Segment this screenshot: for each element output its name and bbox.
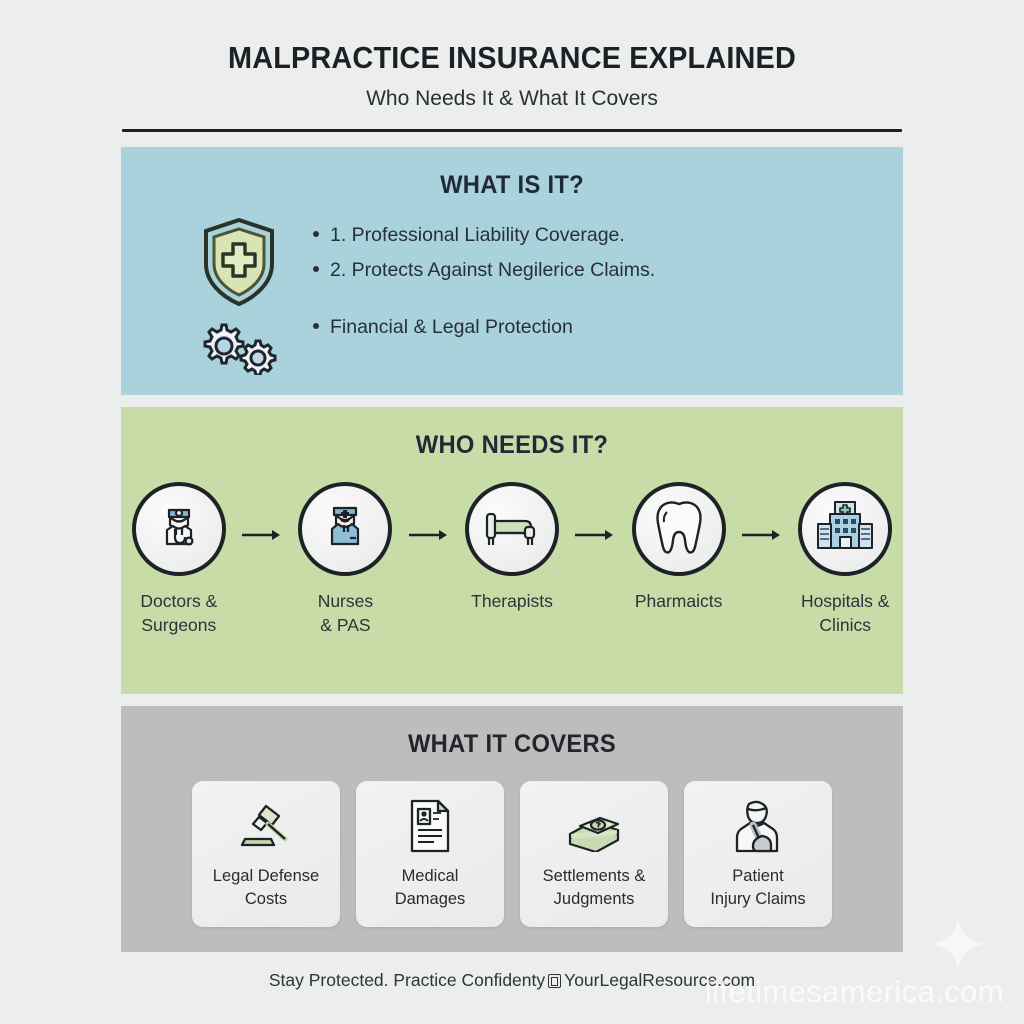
who-label: Doctors & Surgeons xyxy=(140,591,218,635)
bullet-text: 2. Protects Against Negilerice Claims. xyxy=(330,258,656,281)
cover-card-label: Settlements & Judgments xyxy=(542,867,646,908)
bullet-item: 1. Professional Liability Coverage. xyxy=(313,224,655,246)
cover-card-settlements[interactable]: Settlements & Judgments xyxy=(520,781,668,927)
who-label: Nurses & PAS xyxy=(317,591,374,635)
cover-card-legal-defense[interactable]: Legal Defense Costs xyxy=(192,781,340,927)
page-subtitle: Who Needs It & What It Covers xyxy=(366,87,658,110)
footer-website[interactable]: YourLegalResource.com xyxy=(564,970,756,990)
gavel-icon xyxy=(235,799,297,853)
who-item-nurses: Nurses & PAS xyxy=(288,482,404,637)
sparkle-icon xyxy=(930,916,986,972)
arrow-right-icon xyxy=(736,482,787,542)
who-label: Hospitals & Clinics xyxy=(800,591,890,635)
arrow-right-icon xyxy=(403,482,454,542)
who-item-therapists: Therapists xyxy=(454,482,570,614)
bullet-dot-icon xyxy=(313,265,319,272)
section-heading-what-is-it: WHAT IS IT? xyxy=(440,171,584,199)
what-is-it-body: 1. Professional Liability Coverage. 2. P… xyxy=(121,200,903,380)
cover-card-medical-damages[interactable]: Medical Damages xyxy=(356,781,504,927)
arrow-right-icon xyxy=(237,482,288,542)
header-divider xyxy=(122,129,902,132)
bullet-dot-icon xyxy=(313,323,319,329)
who-circle xyxy=(131,482,226,576)
section-what-it-covers: WHAT IT COVERS Legal Defen xyxy=(121,706,903,952)
garbled-box-glyph-icon xyxy=(548,974,562,988)
hospital-building-icon xyxy=(814,498,876,561)
page-title: MALPRACTICE INSURANCE EXPLAINED xyxy=(228,40,796,75)
who-circle xyxy=(298,482,393,576)
section-who-needs-it: WHO NEEDS IT? xyxy=(121,407,903,694)
who-label: Therapists xyxy=(471,591,553,611)
hospital-bed-icon xyxy=(481,501,543,558)
nurse-icon xyxy=(314,496,376,563)
gears-icon xyxy=(196,317,282,380)
tooth-icon xyxy=(652,497,706,562)
section-heading-who-needs-it: WHO NEEDS IT? xyxy=(415,431,609,459)
bullet-text: 1. Professional Liability Coverage. xyxy=(330,224,625,246)
injured-person-icon xyxy=(732,799,784,853)
document-person-icon xyxy=(406,799,454,853)
bullet-item: 2. Protects Against Negilerice Claims. xyxy=(313,258,656,281)
who-circle xyxy=(631,482,726,576)
cover-card-label: Medical Damages xyxy=(394,867,466,908)
shield-cross-icon xyxy=(200,216,278,313)
footer: Stay Protected. Practice Confidenty YourL… xyxy=(0,970,1024,991)
cover-card-label: Legal Defense Costs xyxy=(212,867,320,908)
doctor-icon xyxy=(148,496,210,563)
who-circle xyxy=(465,482,559,576)
covers-card-row: Legal Defense Costs xyxy=(121,759,903,927)
arrow-right-icon xyxy=(570,482,621,542)
what-is-it-icon-column xyxy=(179,216,299,380)
bullet-dot-icon xyxy=(313,231,319,237)
who-circle xyxy=(798,482,893,576)
cover-card-label: Patient Injury Claims xyxy=(710,867,806,908)
bullet-text: Financial & Legal Protection xyxy=(330,316,573,338)
footer-tagline: Stay Protected. Practice Confidenty xyxy=(268,970,546,990)
who-item-pharmacists: Pharmaicts xyxy=(621,482,737,614)
who-item-hospitals: Hospitals & Clinics xyxy=(787,482,903,637)
money-stack-icon xyxy=(562,799,626,853)
cover-card-patient-injury[interactable]: Patient Injury Claims xyxy=(684,781,832,927)
what-is-it-bullet-list: 1. Professional Liability Coverage. 2. P… xyxy=(299,216,655,380)
who-needs-it-row: Doctors & Surgeons xyxy=(121,460,903,637)
who-label: Pharmaicts xyxy=(634,591,723,611)
bullet-item: Financial & Legal Protection xyxy=(313,316,655,338)
header: MALPRACTICE INSURANCE EXPLAINED Who Need… xyxy=(0,0,1024,132)
who-item-doctors: Doctors & Surgeons xyxy=(121,482,237,637)
section-heading-what-it-covers: WHAT IT COVERS xyxy=(407,730,617,758)
section-what-is-it: WHAT IS IT? xyxy=(121,147,903,395)
